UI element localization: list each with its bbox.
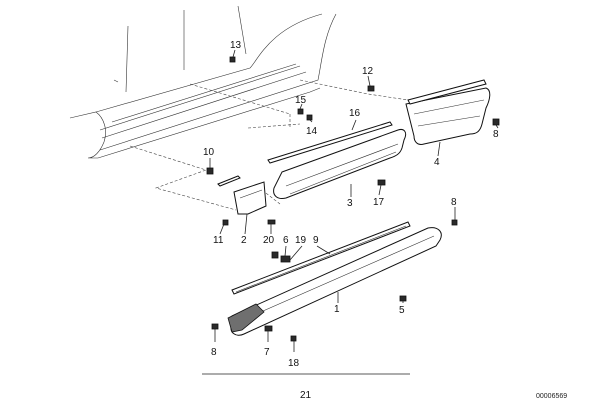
clip-20-icon	[267, 219, 276, 225]
clip-8b-icon	[451, 219, 458, 226]
label-18: 18	[288, 358, 300, 369]
clip-10-icon	[206, 167, 214, 175]
part-2-fender-moulding	[217, 175, 267, 215]
label-4: 4	[434, 157, 440, 168]
label-leaders	[209, 49, 499, 352]
label-16: 16	[349, 108, 361, 119]
label-21: 21	[300, 390, 312, 401]
label-5: 5	[399, 305, 405, 316]
label-6: 6	[283, 235, 289, 246]
label-15: 15	[295, 95, 307, 106]
label-17: 17	[373, 197, 385, 208]
label-1: 1	[334, 304, 340, 315]
clip-14-icon	[306, 114, 313, 121]
label-9: 9	[313, 235, 319, 246]
clip-6-icon	[280, 255, 291, 263]
screw-18-icon	[290, 335, 297, 342]
clip-8c-icon	[211, 323, 219, 330]
clip-17-icon	[377, 179, 386, 186]
label-13: 13	[230, 40, 242, 51]
label-19: 19	[295, 235, 307, 246]
label-14: 14	[306, 126, 318, 137]
leader-lines	[129, 79, 409, 211]
label-8-left: 8	[211, 347, 217, 358]
clip-15-icon	[297, 108, 304, 115]
label-3: 3	[347, 198, 353, 209]
clip-13-icon	[229, 56, 236, 63]
clip-8-icon	[492, 118, 500, 126]
part-1-rocker-panel	[227, 227, 442, 336]
screw-11-icon	[222, 219, 229, 226]
clip-7-icon	[264, 325, 273, 332]
part-4-rear-moulding	[405, 79, 491, 145]
part-3-door-moulding	[273, 129, 407, 199]
clip-19-icon	[271, 251, 279, 259]
part-16-trim-strip	[267, 121, 393, 164]
label-20: 20	[263, 235, 275, 246]
part-labels: 13 12 15 16 14 8 4 10 3 17 8 2 11 20 6 1…	[203, 40, 499, 369]
label-7: 7	[264, 347, 270, 358]
part-9-seal-strip	[231, 221, 411, 295]
label-11: 11	[213, 235, 224, 246]
assembly-group: 21	[202, 373, 410, 401]
label-10: 10	[203, 147, 215, 158]
label-8-mid: 8	[451, 197, 457, 208]
label-2: 2	[241, 235, 247, 246]
car-body-outline	[69, 5, 337, 159]
label-8-right: 8	[493, 129, 499, 140]
reference-number: 00006569	[536, 393, 567, 400]
clip-12-icon	[367, 85, 375, 92]
label-12: 12	[362, 66, 374, 77]
